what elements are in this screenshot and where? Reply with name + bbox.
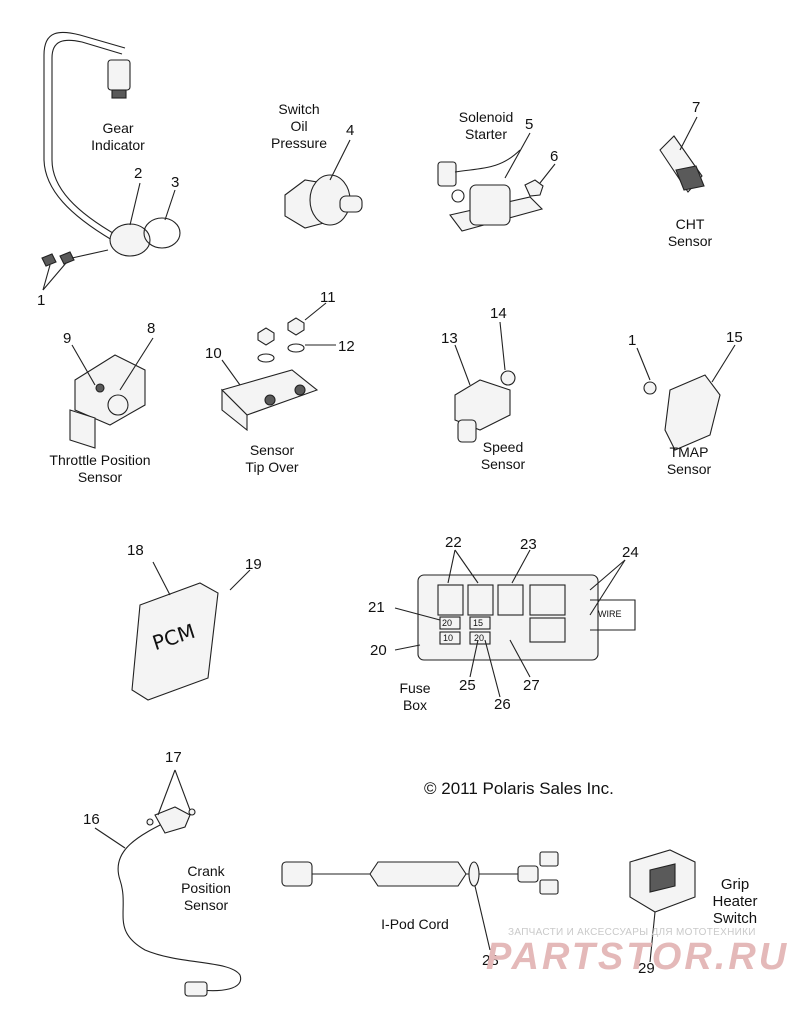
part-number: 10 [205, 345, 222, 362]
gear-indicator-drawing [41, 31, 181, 267]
label-line: Fuse [399, 680, 431, 696]
part-number: 22 [445, 534, 462, 551]
crank-position-sensor-label: Crank Position Sensor [170, 863, 242, 914]
part-number: 2 [134, 165, 143, 182]
part-number: 9 [63, 330, 72, 347]
part-number: 8 [147, 320, 156, 337]
grip-heater-switch-drawing [629, 849, 696, 913]
label-line: Speed [482, 439, 524, 455]
pcm-drawing [131, 582, 219, 701]
part-number: 26 [494, 696, 511, 713]
label-line: Tip Over [245, 459, 299, 475]
part-number: 14 [490, 305, 507, 322]
label-line: Sensor [77, 469, 123, 485]
label-line: Heater [712, 893, 758, 910]
part-number: 3 [171, 174, 180, 191]
fuse-box-drawing [417, 574, 636, 661]
sensor-tip-over-label: Sensor Tip Over [232, 442, 312, 476]
part-number: 1 [628, 332, 637, 349]
part-number: 24 [622, 544, 639, 561]
label-line: Sensor [183, 897, 229, 913]
tmap-sensor-label: TMAP Sensor [654, 444, 724, 478]
label-line: Oil [290, 118, 308, 134]
label-line: Crank [187, 863, 225, 879]
tmap-sensor-drawing [643, 374, 721, 451]
part-number: 11 [320, 289, 336, 306]
label-line: Grip [720, 876, 750, 893]
label-line: Solenoid [458, 109, 514, 125]
fuse-value: 10 [443, 633, 454, 643]
throttle-position-sensor-drawing [69, 354, 146, 449]
part-number: 20 [370, 642, 387, 659]
gear-indicator-label: Gear Indicator [82, 120, 154, 154]
oil-pressure-switch-drawing [284, 174, 363, 229]
part-number: 28 [482, 952, 499, 969]
cht-sensor-drawing [659, 135, 705, 193]
label-line: Starter [464, 126, 507, 142]
part-number: 29 [638, 960, 655, 977]
grip-heater-switch-label: Grip Heater Switch [702, 876, 768, 927]
part-number: 7 [692, 99, 701, 116]
part-number: 21 [368, 599, 385, 616]
label-line: TMAP [669, 444, 709, 460]
leader-lines [42, 116, 736, 963]
tip-over-sensor-drawing [220, 317, 319, 432]
label-line: Sensor [480, 456, 526, 472]
label-line: Pressure [270, 135, 328, 151]
label-line: CHT [675, 216, 705, 232]
label-line: Switch [278, 101, 320, 117]
fuse-value: 20 [442, 618, 453, 628]
part-number: 18 [127, 542, 144, 559]
label-line: Switch [712, 910, 758, 927]
watermark-subtitle: ЗАПЧАСТИ И АКСЕССУАРЫ ДЛЯ МОТОТЕХНИКИ [508, 927, 756, 938]
speed-sensor-drawing [454, 370, 516, 443]
part-number: 16 [83, 811, 100, 828]
part-number: 23 [520, 536, 537, 553]
label-line: Sensor [666, 461, 712, 477]
solenoid-starter-label: Solenoid Starter [446, 109, 526, 143]
solenoid-starter-drawing [437, 149, 544, 232]
ipod-cord-drawing [281, 851, 559, 895]
label-line: Throttle Position [49, 452, 151, 468]
part-number: 4 [346, 122, 355, 139]
part-number: 5 [525, 116, 534, 133]
part-number: 27 [523, 677, 540, 694]
crank-sensor-drawing [117, 806, 242, 997]
cht-sensor-label: CHT Sensor [655, 216, 725, 250]
switch-oil-pressure-label: Switch Oil Pressure [264, 101, 334, 152]
part-number: 17 [165, 749, 182, 766]
label-line: Indicator [91, 137, 145, 153]
part-number: 25 [459, 677, 476, 694]
label-line: Box [402, 697, 428, 713]
label-line: Position [181, 880, 231, 896]
label-line: Gear [102, 120, 134, 136]
copyright-notice: © 2011 Polaris Sales Inc. [424, 779, 614, 798]
ipod-cord-label: I-Pod Cord [381, 916, 449, 932]
fuse-value: 20 [474, 633, 485, 643]
part-number: 15 [726, 329, 743, 346]
fuse-value: 15 [473, 618, 484, 628]
part-number: 19 [245, 556, 262, 573]
part-number: 6 [550, 148, 559, 165]
part-number: 13 [441, 330, 458, 347]
label-line: Sensor [667, 233, 713, 249]
wire-tag: WIRE [598, 609, 622, 619]
part-number: 12 [338, 338, 355, 355]
throttle-position-sensor-label: Throttle Position Sensor [35, 452, 165, 486]
fuse-box-label: Fuse Box [390, 680, 440, 714]
watermark-logo: PARTSTOR.RU [486, 936, 790, 978]
speed-sensor-label: Speed Sensor [468, 439, 538, 473]
part-number: 1 [37, 292, 46, 309]
label-line: Sensor [249, 442, 295, 458]
